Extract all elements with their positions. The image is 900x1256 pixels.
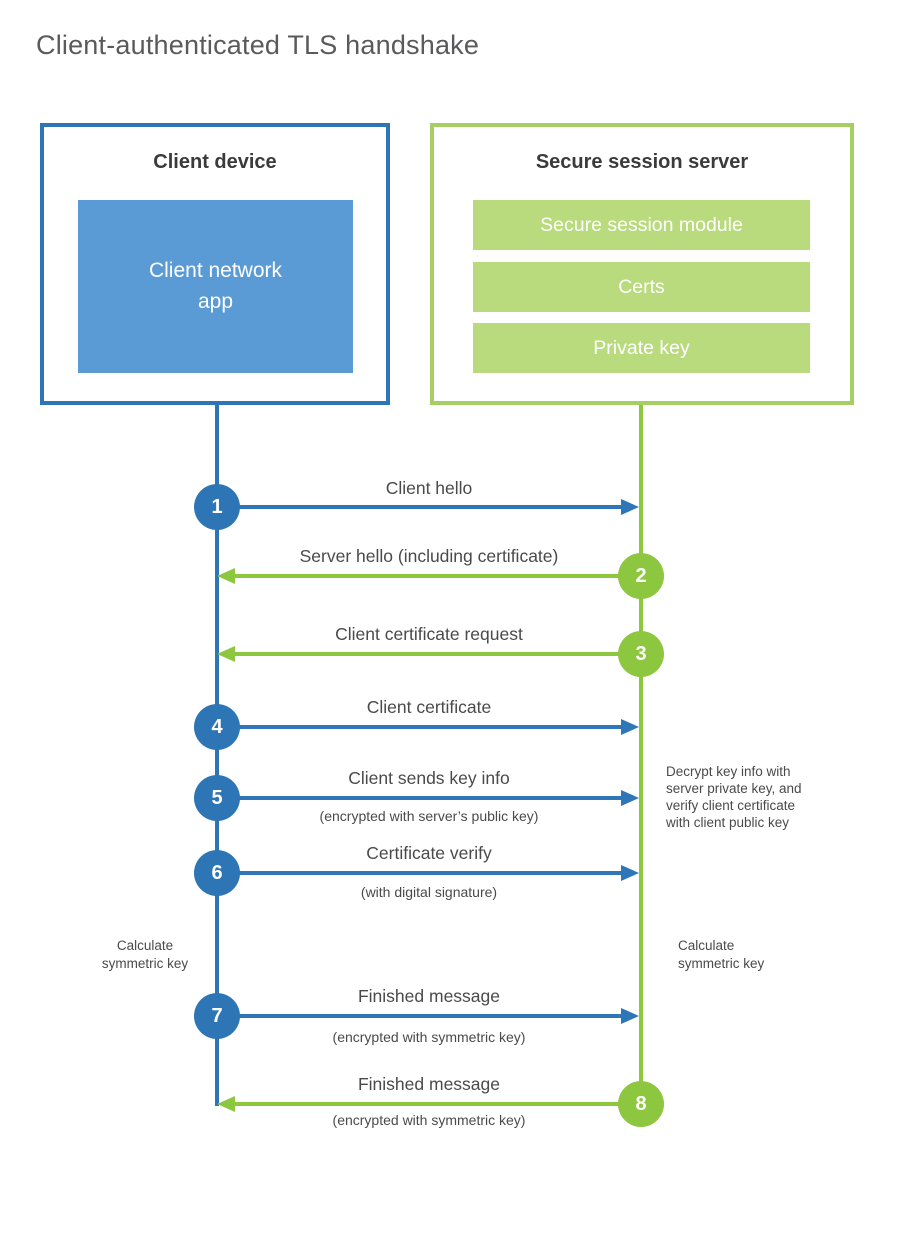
message-sublabel: (encrypted with symmetric key) — [332, 1112, 526, 1128]
client-lifeline — [215, 405, 219, 1106]
arrow-shaft — [235, 652, 639, 656]
arrow-head-right-icon — [621, 1008, 639, 1024]
server-lifeline — [639, 405, 643, 1104]
secure-session-server-title: Secure session server — [535, 151, 749, 173]
message-label: Finished message — [357, 986, 501, 1006]
client-network-app-label: Client network app — [148, 259, 283, 313]
step-circle-6: 6 — [194, 850, 240, 896]
decrypt-key-note: Decrypt key info with server private key… — [666, 764, 802, 830]
client-device-box: Client device Client network app — [40, 123, 390, 405]
arrow-shaft — [217, 505, 623, 509]
arrow-head-left-icon — [217, 568, 235, 584]
server-module-secure-session-module: Secure session module — [473, 200, 810, 250]
arrow-head-right-icon — [621, 865, 639, 881]
message-sublabel: (with digital signature) — [360, 884, 498, 900]
secure-session-server-box: Secure session server Secure session mod… — [430, 123, 854, 405]
step-circle-4: 4 — [194, 704, 240, 750]
step-circle-3: 3 — [618, 631, 664, 677]
step-circle-5: 5 — [194, 775, 240, 821]
message-sublabel: (encrypted with symmetric key) — [332, 1029, 526, 1045]
step-circle-7: 7 — [194, 993, 240, 1039]
arrow-head-right-icon — [621, 790, 639, 806]
message-label: Client certificate request — [335, 624, 523, 644]
arrow-shaft — [217, 725, 623, 729]
arrow-head-right-icon — [621, 719, 639, 735]
client-device-title: Client device — [153, 151, 277, 173]
server-module-certs: Certs — [473, 262, 810, 312]
arrow-head-left-icon — [217, 646, 235, 662]
arrow-shaft — [217, 871, 623, 875]
arrow-shaft — [217, 796, 623, 800]
message-label: Certificate verify — [366, 843, 492, 863]
message-sublabel: (encrypted with server’s public key) — [319, 808, 539, 824]
server-module-private-key: Private key — [473, 323, 810, 373]
message-label: Client sends key info — [348, 768, 510, 788]
message-label: Client hello — [385, 478, 473, 498]
message-label: Client certificate — [366, 697, 492, 717]
client-network-app-box: Client network app — [78, 200, 353, 373]
calculate-symmetric-key-note-server: Calculate symmetric key — [678, 938, 765, 971]
message-label: Server hello (including certificate) — [299, 546, 559, 566]
calculate-symmetric-key-note-client: Calculate symmetric key — [101, 938, 189, 971]
step-circle-2: 2 — [618, 553, 664, 599]
page-title: Client-authenticated TLS handshake — [36, 30, 480, 60]
arrow-shaft — [235, 574, 639, 578]
step-circle-1: 1 — [194, 484, 240, 530]
message-label: Finished message — [357, 1074, 501, 1094]
step-circle-8: 8 — [618, 1081, 664, 1127]
arrow-head-left-icon — [217, 1096, 235, 1112]
arrow-shaft — [217, 1014, 623, 1018]
arrow-shaft — [235, 1102, 639, 1106]
arrow-head-right-icon — [621, 499, 639, 515]
